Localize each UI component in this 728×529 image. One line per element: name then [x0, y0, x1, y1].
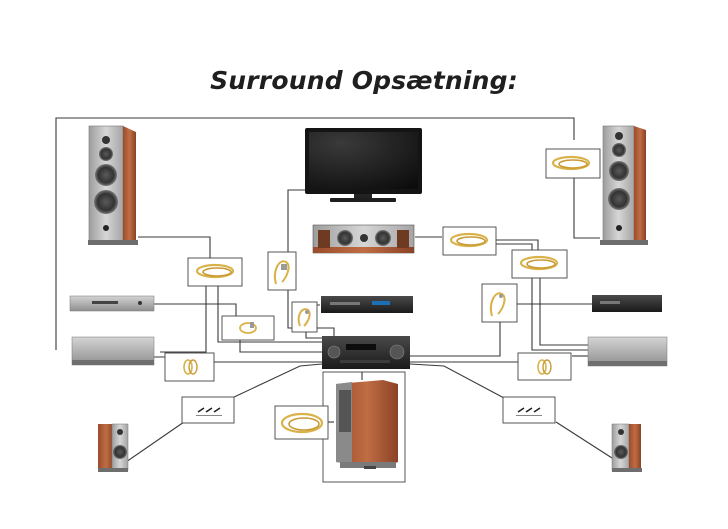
cable-box-tv-hdmi: [267, 251, 297, 291]
rca-cable-icon: [537, 359, 552, 375]
speaker-cable-icon: [196, 407, 222, 416]
speaker-cable-icon: [195, 263, 235, 279]
cable-box-center: [442, 226, 497, 256]
amplifier-right: [587, 336, 668, 367]
wire-left-tower-cable: [138, 236, 211, 258]
wire-right-tower: [573, 178, 600, 239]
hdmi-cable-icon: [274, 260, 290, 285]
tower-speaker-right: [600, 125, 648, 245]
cable-box-left-tower: [187, 257, 243, 287]
speaker-cable-icon: [449, 232, 489, 248]
center-speaker: [312, 224, 415, 254]
surround-speaker-left: [98, 423, 129, 472]
cable-box-surround-left: [181, 396, 235, 424]
speaker-cable-icon: [516, 407, 542, 416]
rca-cable-icon: [297, 308, 311, 327]
wire-center-3: [496, 243, 588, 351]
source-player-right: [592, 295, 662, 312]
wire-amp-right: [539, 278, 588, 346]
subwoofer: [336, 380, 398, 469]
wire-source-left-2: [239, 340, 322, 353]
wire-source-right: [515, 290, 592, 305]
av-receiver: [322, 336, 410, 369]
rca-cable-icon: [490, 292, 506, 317]
cable-box-right-tower: [545, 148, 601, 179]
wire-source-left: [154, 303, 237, 316]
amplifier-left: [71, 336, 155, 366]
cable-box-amp-left: [164, 352, 215, 382]
wire-surround-left-2: [231, 363, 323, 399]
dvd-player: [321, 296, 413, 313]
cable-box-source-right: [481, 283, 518, 323]
cable-box-right-upper: [511, 249, 568, 279]
subwoofer-cable-icon: [280, 412, 324, 434]
tower-speaker-left: [88, 125, 138, 245]
wire-surround-right: [555, 421, 613, 459]
rca-cable-icon: [183, 359, 198, 375]
source-player-left: [69, 295, 155, 312]
diagram-title: Surround Opsætning:: [210, 66, 518, 95]
speaker-cable-icon: [519, 255, 559, 271]
cable-box-surround-right: [502, 396, 556, 424]
speaker-cable-icon: [551, 155, 591, 171]
wire-surround-right-2: [409, 363, 505, 399]
wire-left-tower-loop: [55, 117, 575, 350]
wire-source-right-2: [410, 320, 501, 357]
wire-center-2: [496, 239, 539, 250]
cable-box-amp-right: [517, 352, 572, 381]
wire-surround-left: [125, 421, 185, 463]
rca-cable-icon: [239, 322, 257, 334]
wire-left-cable-receiver-2: [160, 285, 207, 353]
tv: [305, 128, 422, 202]
cable-box-source-left: [221, 315, 275, 341]
surround-speaker-right: [611, 423, 642, 472]
cable-box-dvd: [291, 301, 318, 333]
cable-box-subwoofer: [274, 405, 329, 440]
